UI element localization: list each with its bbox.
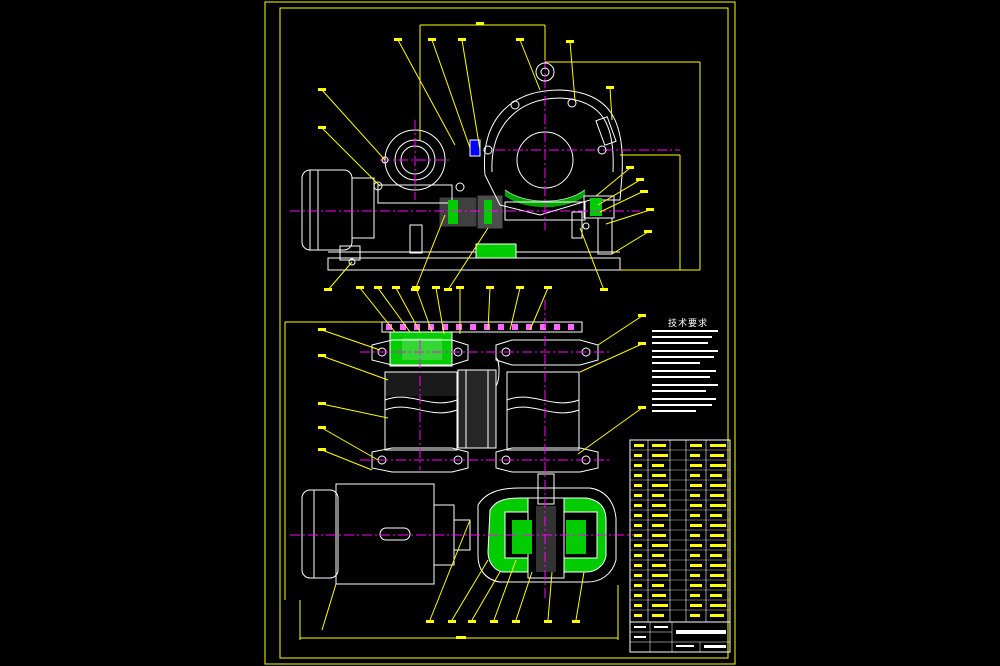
plan-view bbox=[284, 286, 646, 640]
motor-plan bbox=[301, 483, 471, 585]
dimension-lines-plan bbox=[284, 321, 619, 640]
centerlines-top bbox=[290, 60, 680, 230]
motor-elevation bbox=[301, 169, 375, 251]
lifting-eye bbox=[535, 62, 555, 82]
centerlines-plan bbox=[290, 300, 640, 600]
pillow-block-upper bbox=[371, 339, 599, 366]
dimension-lines-top bbox=[419, 24, 701, 271]
base-plate bbox=[327, 257, 621, 271]
sprocket bbox=[389, 331, 453, 367]
roller-drums bbox=[384, 357, 580, 451]
technical-requirements-title: 技术要求 bbox=[668, 319, 709, 329]
drawing-frame bbox=[264, 1, 736, 665]
leader-lines-top bbox=[321, 39, 651, 291]
title-block bbox=[629, 621, 731, 653]
leader-lines-plan bbox=[321, 287, 643, 631]
parts-list-table bbox=[629, 439, 731, 623]
drive-chain bbox=[381, 321, 583, 333]
coupling bbox=[439, 139, 586, 229]
front-elevation-view bbox=[290, 22, 701, 291]
technical-requirements-notes bbox=[652, 330, 718, 412]
